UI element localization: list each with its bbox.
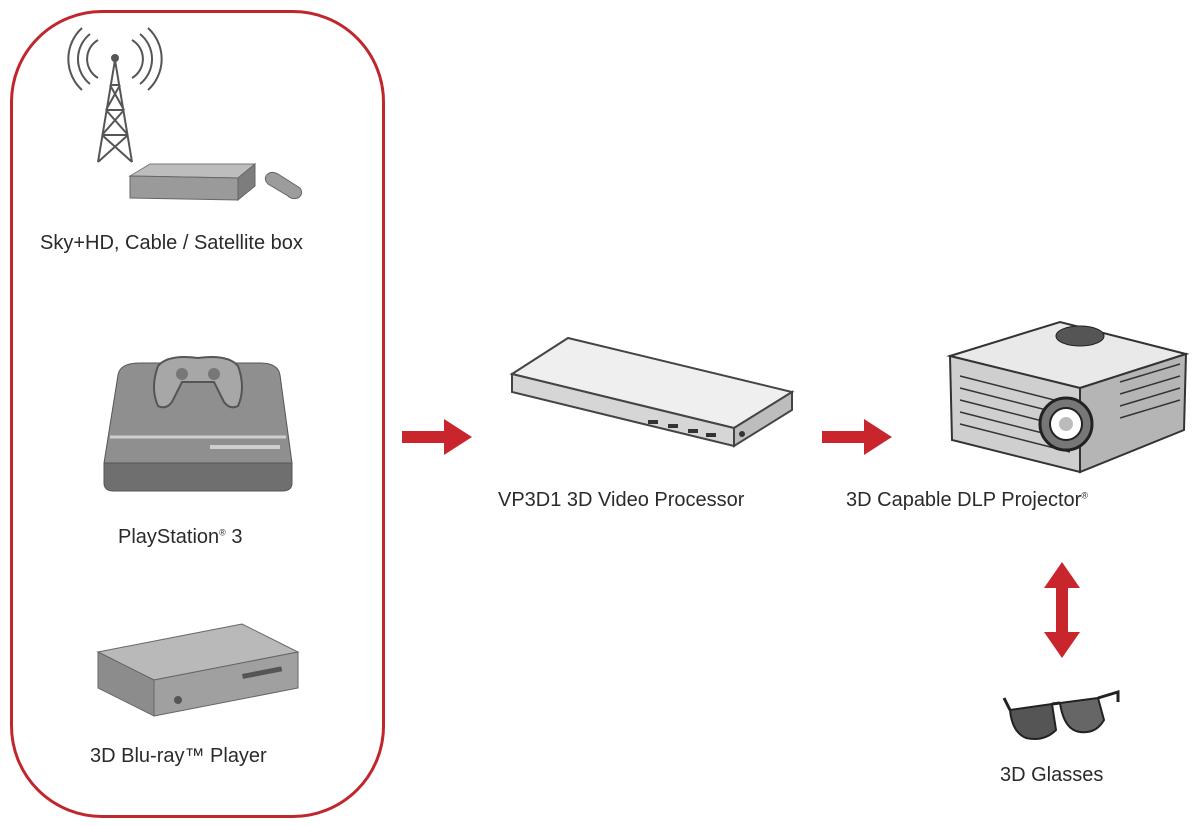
- glasses-label: 3D Glasses: [1000, 764, 1104, 786]
- registered-mark: ®: [219, 527, 226, 538]
- game-console-icon: [103, 362, 293, 492]
- arrow-right-icon: [822, 419, 892, 455]
- projector-icon: [946, 320, 1190, 474]
- arrow-right-icon: [402, 419, 472, 455]
- bluray-label: 3D Blu-ray™ Player: [90, 745, 267, 767]
- video-processor-icon: [509, 336, 795, 448]
- projector-name: 3D Capable DLP Projector: [846, 489, 1082, 511]
- set-top-box-icon: [128, 162, 257, 202]
- bidirectional-arrow-icon: [1044, 562, 1080, 658]
- playstation-suffix: 3: [225, 526, 243, 548]
- remote-icon: [264, 171, 303, 200]
- registered-mark: ®: [1081, 490, 1088, 501]
- source-devices-group: [10, 10, 385, 818]
- satellite-box-label: Sky+HD, Cable / Satellite box: [40, 232, 303, 254]
- playstation-name: PlayStation: [118, 526, 220, 548]
- processor-label: VP3D1 3D Video Processor: [498, 489, 745, 511]
- glasses-icon: [1002, 689, 1120, 740]
- playstation-label: PlayStation® 3: [118, 526, 243, 549]
- antenna-tower-icon: [67, 27, 163, 163]
- bluray-player-icon: [96, 623, 300, 717]
- controller-icon: [153, 356, 243, 409]
- projector-label: 3D Capable DLP Projector®: [846, 489, 1088, 512]
